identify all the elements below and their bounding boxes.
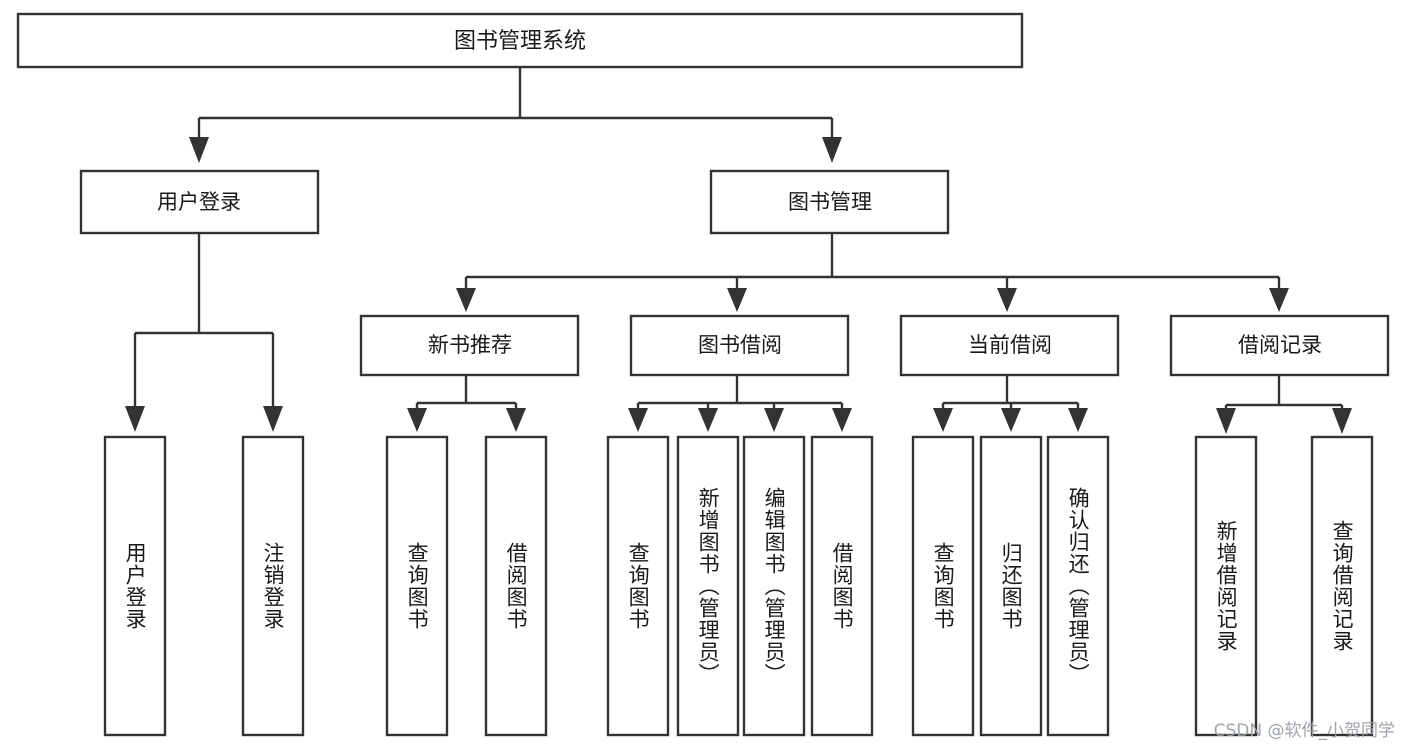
arrow-head-leaf-add-book-admin bbox=[698, 408, 718, 432]
arrow-head-borrow-record bbox=[1269, 288, 1289, 312]
arrow-head-book-management bbox=[822, 137, 842, 163]
leaf-boxes-group bbox=[103, 435, 1374, 737]
node-leaf-borrow-book-recommend-box[interactable] bbox=[484, 435, 548, 737]
arrow-head-leaf-user-login bbox=[125, 406, 145, 432]
arrow-head-leaf-query-book-current bbox=[933, 408, 953, 432]
arrow-head-leaf-query-book-recommend bbox=[407, 408, 427, 432]
node-borrow-record-box[interactable] bbox=[1169, 314, 1390, 377]
node-leaf-query-book-recommend-box[interactable] bbox=[385, 435, 449, 737]
connector-group-current-borrow bbox=[933, 375, 1088, 432]
arrow-head-leaf-confirm-return-admin bbox=[1068, 408, 1088, 432]
node-leaf-return-book-box[interactable] bbox=[979, 435, 1043, 737]
node-leaf-query-book-current-box[interactable] bbox=[911, 435, 975, 737]
node-book-borrow-label: 图书借阅 bbox=[698, 333, 782, 357]
node-user-login-label: 用户登录 bbox=[157, 190, 241, 214]
node-current-borrow-label: 当前借阅 bbox=[968, 333, 1052, 357]
node-leaf-borrow-book-box[interactable] bbox=[810, 435, 874, 737]
node-root-label: 图书管理系统 bbox=[454, 29, 586, 54]
node-book-management-box[interactable] bbox=[709, 169, 950, 235]
node-leaf-edit-book-admin-box[interactable] bbox=[742, 435, 806, 737]
node-book-management-label: 图书管理 bbox=[788, 190, 872, 214]
node-borrow-record-label: 借阅记录 bbox=[1238, 333, 1322, 357]
arrow-head-current-borrow bbox=[997, 288, 1017, 312]
arrow-head-leaf-return-book bbox=[1001, 408, 1021, 432]
connector-group-borrow-record bbox=[1216, 375, 1352, 434]
arrow-head-leaf-add-borrow-record bbox=[1216, 408, 1236, 434]
connector-group-user-login bbox=[125, 233, 283, 432]
connector-group-new-book-recommend bbox=[407, 375, 526, 432]
arrow-head-book-borrow bbox=[727, 288, 747, 312]
connector-group-root bbox=[189, 67, 842, 163]
node-book-management[interactable]: 图书管理 bbox=[709, 169, 950, 235]
node-user-login-box[interactable] bbox=[79, 169, 320, 235]
arrow-head-leaf-query-book-borrow bbox=[628, 408, 648, 432]
node-new-book-recommend-box[interactable] bbox=[359, 314, 580, 377]
arrow-head-leaf-logout-login bbox=[263, 406, 283, 432]
node-current-borrow-box[interactable] bbox=[899, 314, 1120, 377]
node-leaf-query-book-borrow-box[interactable] bbox=[606, 435, 670, 737]
node-borrow-record[interactable]: 借阅记录 bbox=[1169, 314, 1390, 377]
node-book-borrow[interactable]: 图书借阅 bbox=[629, 314, 850, 377]
node-current-borrow[interactable]: 当前借阅 bbox=[899, 314, 1120, 377]
node-user-login[interactable]: 用户登录 bbox=[79, 169, 320, 235]
connector-group-book-management bbox=[456, 233, 1289, 312]
node-leaf-confirm-return-admin-box[interactable] bbox=[1046, 435, 1110, 737]
node-new-book-recommend-label: 新书推荐 bbox=[428, 333, 512, 357]
node-leaf-add-book-admin-box[interactable] bbox=[676, 435, 740, 737]
arrow-head-user-login bbox=[189, 137, 209, 163]
node-root-box[interactable] bbox=[16, 12, 1024, 69]
node-leaf-query-borrow-record-box[interactable] bbox=[1310, 435, 1374, 737]
node-leaf-user-login-box[interactable] bbox=[103, 435, 167, 737]
node-new-book-recommend[interactable]: 新书推荐 bbox=[359, 314, 580, 377]
node-leaf-logout-login-box[interactable] bbox=[241, 435, 305, 737]
node-leaf-add-borrow-record-box[interactable] bbox=[1194, 435, 1258, 737]
csdn-watermark: CSDN @软件_小贺同学 bbox=[1213, 721, 1395, 741]
arrow-head-new-book-recommend bbox=[456, 288, 476, 312]
node-root[interactable]: 图书管理系统 bbox=[16, 12, 1024, 69]
node-book-borrow-box[interactable] bbox=[629, 314, 850, 377]
connector-group-book-borrow bbox=[628, 375, 852, 432]
arrow-head-leaf-edit-book-admin bbox=[764, 408, 784, 432]
arrow-head-leaf-query-borrow-record bbox=[1332, 408, 1352, 434]
arrow-head-leaf-borrow-book-recommend bbox=[506, 408, 526, 432]
arrow-head-leaf-borrow-book bbox=[832, 408, 852, 432]
